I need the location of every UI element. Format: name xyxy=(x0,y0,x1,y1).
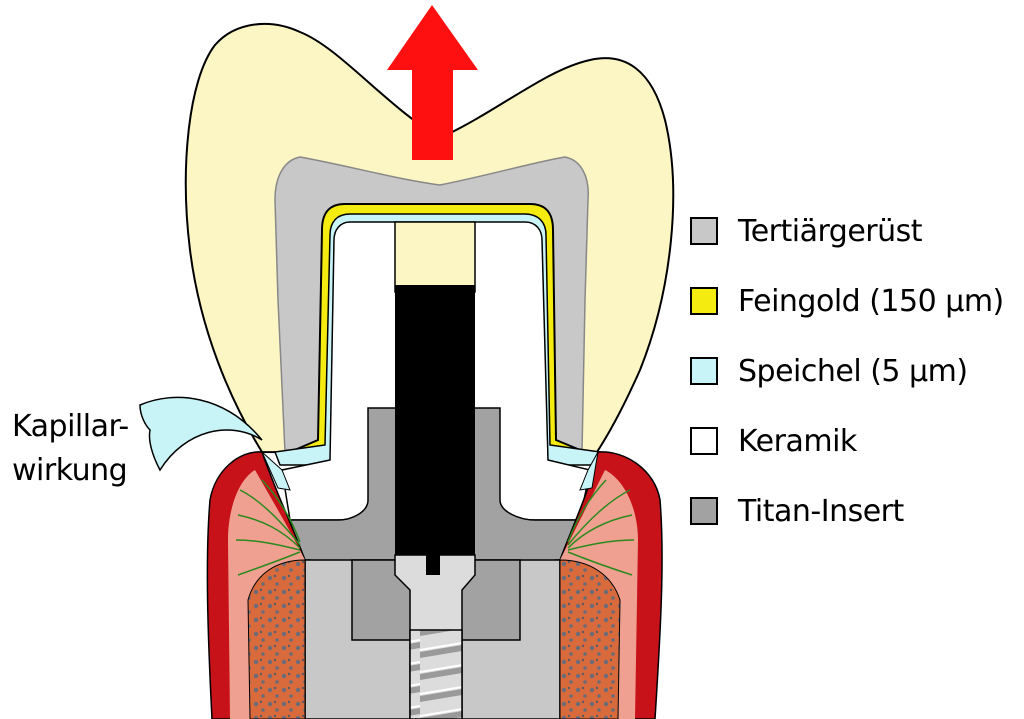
legend-item-titanium-insert: Titan-Insert xyxy=(690,476,1020,546)
legend-swatch xyxy=(690,357,718,385)
legend-item-saliva: Speichel (5 µm) xyxy=(690,336,1020,406)
screw-channel xyxy=(394,221,476,293)
fibers-right xyxy=(567,479,635,576)
annotation-line-2: wirkung xyxy=(12,453,128,488)
legend-label: Speichel (5 µm) xyxy=(738,353,968,389)
screw-core xyxy=(395,285,475,555)
bone-left xyxy=(247,559,306,719)
legend-swatch xyxy=(690,287,718,315)
legend-swatch xyxy=(690,427,718,455)
up-arrow-icon xyxy=(387,5,478,160)
annotation-line-1: Kapillar- xyxy=(12,409,129,444)
legend-label: Tertiärgerüst xyxy=(738,213,923,249)
legend: Tertiärgerüst Feingold (150 µm) Speichel… xyxy=(690,196,1020,546)
legend-item-fine-gold: Feingold (150 µm) xyxy=(690,266,1020,336)
legend-item-ceramic: Keramik xyxy=(690,406,1020,476)
capillary-swoosh xyxy=(139,396,263,472)
legend-item-tertiary-framework: Tertiärgerüst xyxy=(690,196,1020,266)
screw-thread xyxy=(409,629,463,719)
screw-slot xyxy=(426,555,440,575)
bone-right xyxy=(559,559,621,719)
capillary-action-label: Kapillar- wirkung xyxy=(12,405,129,493)
fibers-left xyxy=(235,479,301,576)
legend-swatch xyxy=(690,497,718,525)
legend-swatch xyxy=(690,217,718,245)
saliva-gap-right xyxy=(579,451,599,491)
legend-label: Keramik xyxy=(738,423,857,459)
legend-label: Titan-Insert xyxy=(738,493,904,529)
legend-label: Feingold (150 µm) xyxy=(738,283,1004,319)
saliva-gap-left xyxy=(261,451,291,491)
